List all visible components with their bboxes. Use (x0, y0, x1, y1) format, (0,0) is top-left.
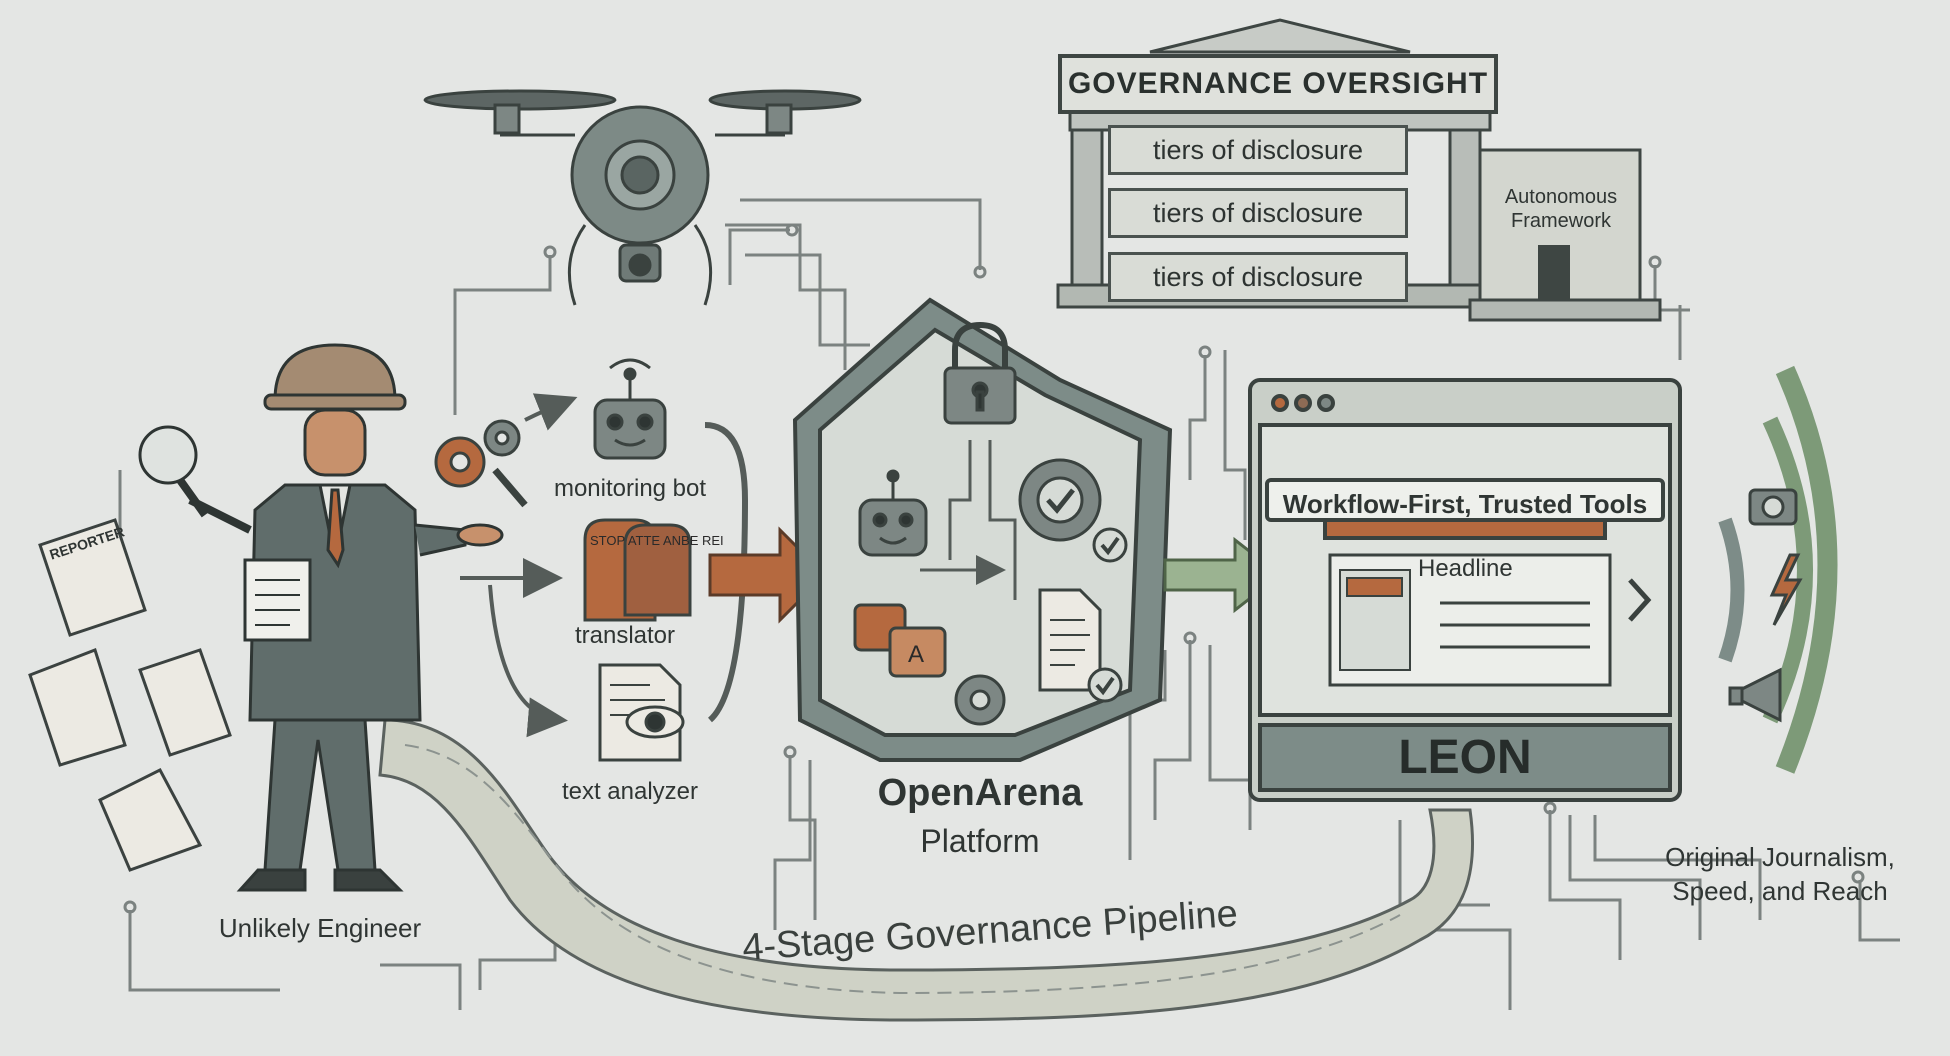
disclosure-tier-1: tiers of disclosure (1108, 125, 1408, 175)
translator-label: translator (574, 622, 676, 649)
disclosure-tier-2: tiers of disclosure (1108, 188, 1408, 238)
outcome-label: Original Journalism, Speed, and Reach (1665, 842, 1895, 906)
unlikely-engineer-label: Unlikely Engineer (218, 913, 422, 943)
lightning-icon (1769, 553, 1803, 626)
pipeline-ribbon (378, 718, 1475, 1022)
octagon-document-check-icon (1038, 588, 1123, 703)
openarena-title: OpenArena (877, 772, 1083, 814)
octagon-chat-icon: A (853, 603, 947, 678)
headline-label: Headline (1418, 555, 1513, 582)
engineer-figure (138, 343, 504, 892)
text-analyzer-label: text analyzer (561, 778, 699, 805)
gears-wrench-icon (434, 419, 528, 508)
monitoring-bot-icon (593, 358, 667, 460)
tablet-text: STOP ATTE ANBE REI (590, 533, 724, 548)
tool-arrows (460, 393, 749, 738)
camera-icon (1748, 488, 1798, 526)
translator-tablets-icon: STOP ATTE ANBE REI (583, 518, 724, 622)
leon-title: LEON (1398, 731, 1532, 784)
workflow-banner: Workflow-First, Trusted Tools (1265, 478, 1665, 522)
megaphone-icon (1728, 667, 1782, 723)
openarena-subtitle: Platform (920, 823, 1040, 859)
broadcast-waves (1718, 365, 1838, 774)
autonomous-framework-label: Autonomous Framework (1504, 186, 1618, 232)
octagon-robot-icon (858, 469, 928, 557)
octagon-circuits (920, 440, 1017, 600)
svg-text:A: A (908, 641, 924, 668)
governance-building (1056, 18, 1662, 322)
octagon-gear-check-icon (1018, 458, 1128, 563)
text-analyzer-icon (598, 663, 685, 762)
documents-stack (28, 518, 232, 872)
monitoring-bot-label: monitoring bot (553, 475, 707, 502)
octagon-small-gear-icon (954, 674, 1006, 726)
governance-title: GOVERNANCE OVERSIGHT (1058, 54, 1498, 114)
disclosure-tier-3: tiers of disclosure (1108, 252, 1408, 302)
drone-illustration (423, 89, 862, 306)
padlock-icon (943, 321, 1017, 425)
